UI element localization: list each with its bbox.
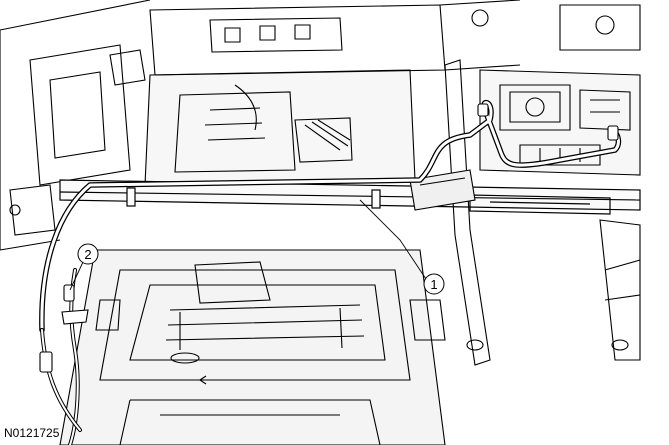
left-side-structure — [0, 0, 151, 251]
callout-2-label: 2 — [84, 247, 91, 262]
harness-connectors — [39, 103, 619, 373]
right-side-structure — [409, 59, 641, 366]
callout-1-label: 1 — [430, 277, 437, 292]
beam-studs — [126, 187, 381, 209]
callout-2: 2 — [77, 243, 99, 265]
figure-id: N0121725 — [4, 426, 60, 440]
floor-pan — [59, 249, 446, 445]
callout-leaders — [69, 199, 431, 291]
dash-frame-upper — [149, 0, 641, 76]
center-tunnel — [144, 69, 416, 186]
callout-1: 1 — [423, 273, 445, 295]
